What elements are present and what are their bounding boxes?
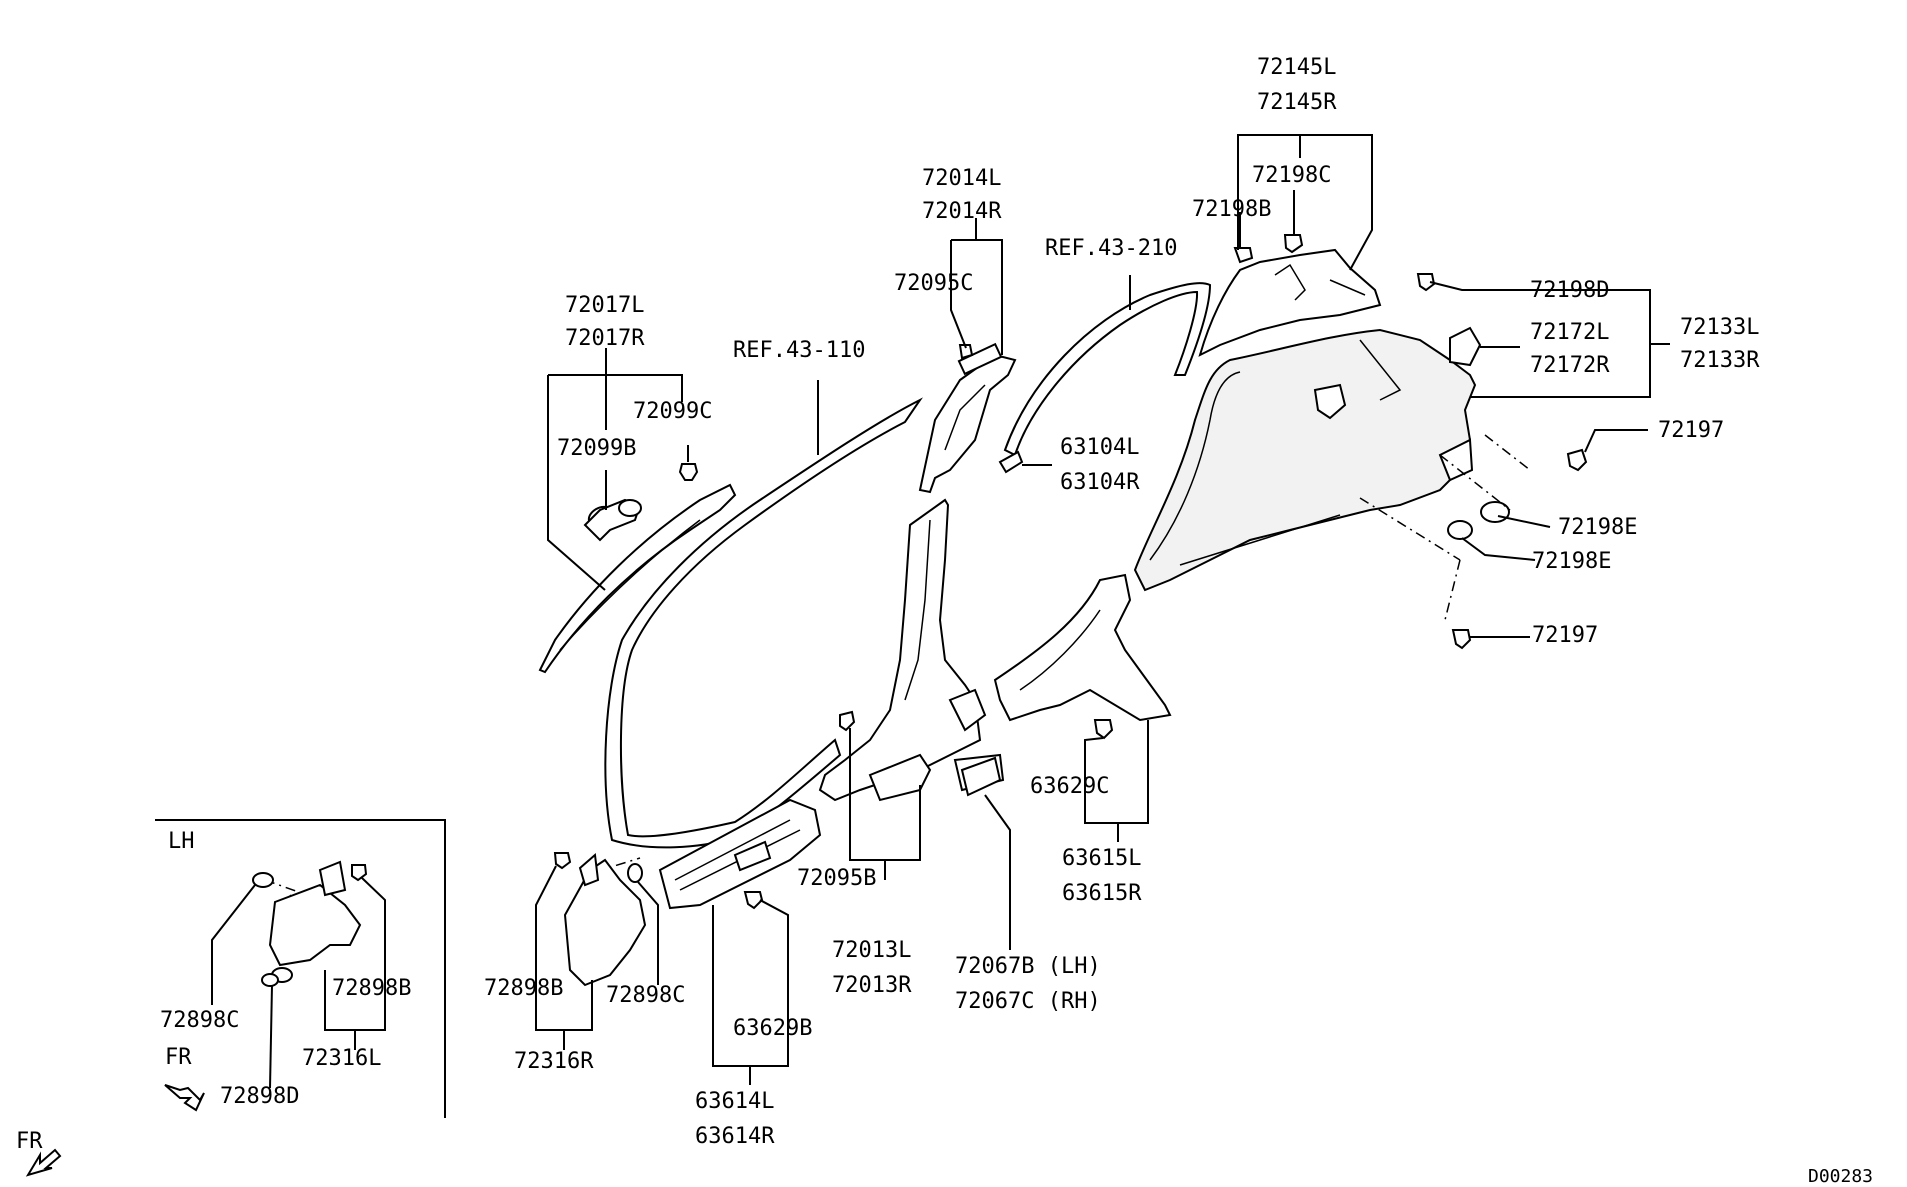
label-72898C: 72898C [606, 983, 685, 1008]
label-72099B: 72099B [557, 436, 636, 461]
part-labels: 72145L 72145R 72198C 72198B 72014L 72014… [16, 55, 1873, 1187]
label-72197-top: 72197 [1658, 418, 1724, 443]
label-72014R: 72014R [922, 199, 1002, 224]
rear-scuff-plate [993, 573, 1172, 740]
label-63615R: 63615R [1062, 881, 1142, 906]
label-63614R: 63614R [695, 1124, 775, 1149]
quarter-trim-cover [1416, 273, 1482, 367]
label-72067B-lh: 72067B (LH) [955, 954, 1101, 979]
label-72013L: 72013L [832, 938, 911, 963]
a-pillar-trim [538, 463, 737, 674]
label-72316L: 72316L [302, 1046, 381, 1071]
lh-inset-parts [252, 860, 368, 987]
upper-quarter-trim [1198, 234, 1382, 357]
label-72095C: 72095C [894, 271, 973, 296]
label-fr-inset: FR [165, 1045, 192, 1070]
label-72133R: 72133R [1680, 348, 1760, 373]
label-72017R: 72017R [565, 326, 645, 351]
label-72013R: 72013R [832, 973, 912, 998]
label-72898D: 72898D [220, 1084, 299, 1109]
label-72198B: 72198B [1192, 197, 1271, 222]
label-72197-bottom: 72197 [1532, 623, 1598, 648]
label-72145R: 72145R [1257, 90, 1337, 115]
b-pillar-upper-trim [918, 342, 1024, 494]
label-ref-43-210: REF.43-210 [1045, 236, 1177, 261]
front-scuff-plate [658, 798, 822, 910]
label-72198D: 72198D [1530, 278, 1609, 303]
label-63615L: 63615L [1062, 846, 1141, 871]
front-door-weatherstrip [604, 397, 923, 849]
label-72316R: 72316R [514, 1049, 594, 1074]
label-72067C-rh: 72067C (RH) [955, 989, 1101, 1014]
label-72172R: 72172R [1530, 353, 1610, 378]
rear-door-weatherstrip [1003, 282, 1212, 457]
label-72198C: 72198C [1252, 163, 1331, 188]
label-72095B: 72095B [797, 866, 876, 891]
label-63614L: 63614L [695, 1089, 774, 1114]
label-72099C: 72099C [633, 399, 712, 424]
label-63104L: 63104L [1060, 435, 1139, 460]
label-72017L: 72017L [565, 293, 644, 318]
label-72145L: 72145L [1257, 55, 1336, 80]
b-pillar-lower-trim [818, 498, 1005, 802]
quarter-trim-panel [1133, 328, 1477, 592]
label-72898B: 72898B [484, 976, 563, 1001]
label-63104R: 63104R [1060, 470, 1140, 495]
front-direction-arrow [25, 1148, 62, 1177]
label-63629B: 63629B [733, 1016, 812, 1041]
label-72198E-top: 72198E [1558, 515, 1637, 540]
label-72898B-inset: 72898B [332, 976, 411, 1001]
label-72198E-bottom: 72198E [1532, 549, 1611, 574]
label-fr: FR [16, 1129, 43, 1154]
leader-lines [155, 134, 1670, 1118]
label-72898C-inset: 72898C [160, 1008, 239, 1033]
label-ref-43-110: REF.43-110 [733, 338, 865, 363]
label-72014L: 72014L [922, 166, 1001, 191]
rh-lower-pillar-trim [553, 852, 647, 987]
label-63629C: 63629C [1030, 774, 1109, 799]
diagram-code: D00283 [1808, 1166, 1873, 1187]
label-72172L: 72172L [1530, 320, 1609, 345]
front-direction-arrow-inset [164, 1084, 205, 1112]
label-72133L: 72133L [1680, 315, 1759, 340]
label-lh-inset: LH [168, 829, 195, 854]
side-sill-cover [960, 756, 1002, 797]
